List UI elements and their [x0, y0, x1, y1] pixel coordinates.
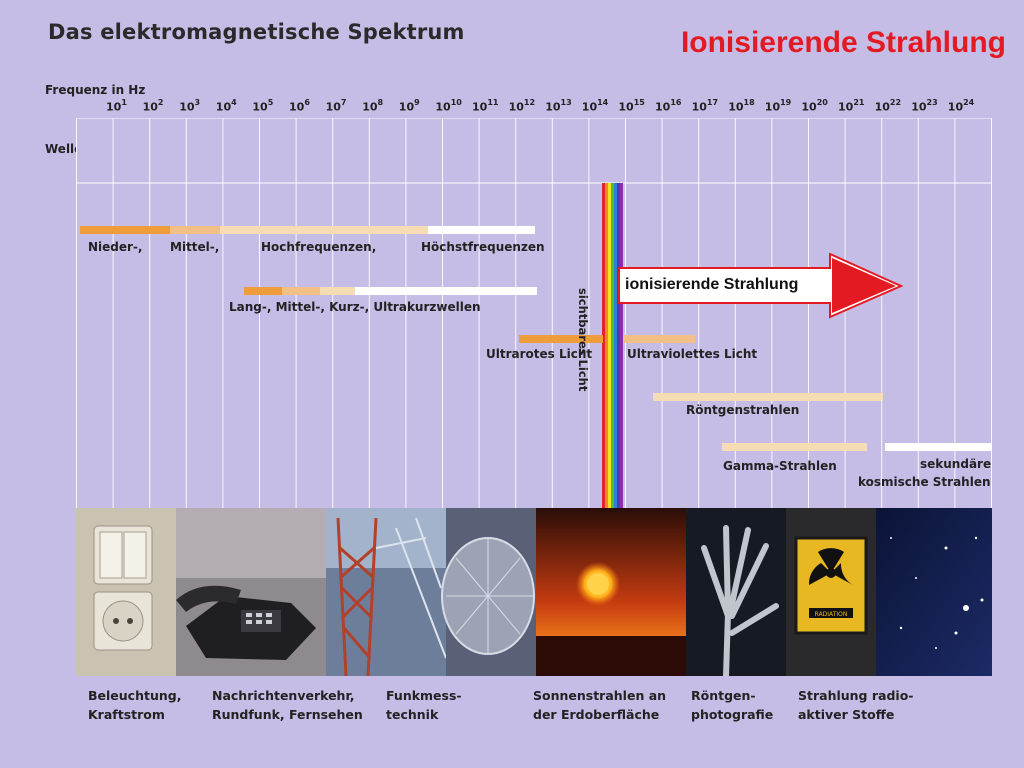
band-label-highest-freq: Höchstfrequenzen	[421, 240, 545, 254]
frequency-tick: 108	[362, 98, 384, 114]
caption-xray-photo: Röntgen- photografie	[691, 688, 774, 722]
photo-telephone	[176, 508, 326, 676]
band-label-mid-freq: Mittel-,	[170, 240, 220, 254]
frequency-tick: 1022	[874, 98, 902, 114]
caption-radioactive: Strahlung radio- aktiver Stoffe	[798, 688, 914, 722]
photo-antenna-tower	[326, 508, 447, 676]
radio-band-bar	[80, 226, 535, 234]
ultraviolet-band-bar	[623, 335, 695, 343]
photo-radiation-sign: RADIATION	[786, 508, 876, 676]
caption-lighting: Beleuchtung, Kraftstrom	[88, 688, 182, 722]
frequency-tick: 1017	[691, 98, 719, 114]
visible-spectrum-stripe	[602, 183, 623, 508]
frequency-tick: 1010	[435, 98, 462, 114]
band-label-cosmic-line1: sekundäre	[920, 457, 992, 471]
frequency-tick: 109	[398, 98, 420, 114]
band-label-cosmic-line2: kosmische Strahlen	[858, 475, 991, 489]
xray-band-bar	[653, 393, 883, 401]
radiation-sign-text: RADIATION	[815, 611, 848, 618]
photo-starfield	[876, 508, 992, 676]
caption-radar: Funkmess- technik	[386, 688, 462, 722]
band-label-infrared: Ultrarotes Licht	[486, 347, 593, 361]
ionizing-arrow	[618, 253, 903, 319]
band-label-ultraviolet: Ultraviolettes Licht	[627, 347, 758, 361]
photo-sunset	[536, 508, 686, 676]
band-label-xray: Röntgenstrahlen	[686, 403, 800, 417]
band-label-high-freq: Hochfrequenzen,	[261, 240, 377, 254]
infrared-band-bar	[519, 335, 603, 343]
frequency-tick: 101	[106, 98, 127, 114]
photo-wall-switch	[76, 508, 176, 676]
ionizing-arrow-label: ionisierende Strahlung	[625, 276, 799, 293]
frequency-tick: 1023	[911, 98, 938, 114]
frequency-tick: 1015	[618, 98, 645, 114]
band-label-broadcast: Lang-, Mittel-, Kurz-, Ultrakurzwellen	[229, 300, 481, 314]
frequency-tick: 103	[179, 98, 201, 114]
caption-telecom: Nachrichtenverkehr, Rundfunk, Fernsehen	[212, 688, 363, 722]
band-label-gamma: Gamma-Strahlen	[723, 459, 837, 473]
band-label-visible: sichtbares Licht	[576, 288, 590, 392]
photo-xray-hand	[686, 508, 786, 676]
gamma-band-bar	[722, 443, 867, 451]
frequency-tick: 1016	[655, 98, 682, 114]
frequency-tick: 1011	[472, 98, 499, 114]
page-title: Das elektromagnetische Spektrum	[48, 20, 465, 44]
band-label-low-freq: Nieder-,	[88, 240, 143, 254]
frequency-tick: 1019	[764, 98, 792, 114]
cosmic-band-bar	[885, 443, 992, 451]
broadcast-band-bar	[244, 287, 537, 295]
frequency-tick: 1014	[581, 98, 609, 114]
photo-strip: RADIATION	[76, 508, 992, 676]
frequency-tick: 102	[142, 98, 164, 114]
frequency-tick: 107	[325, 98, 347, 114]
caption-sunlight: Sonnenstrahlen an der Erdoberfläche	[533, 688, 667, 722]
frequency-tick: 1024	[947, 98, 975, 114]
frequency-axis-label: Frequenz in Hz	[45, 83, 146, 97]
frequency-tick: 1018	[728, 98, 755, 114]
frequency-tick: 105	[252, 98, 274, 114]
photo-radar-dish	[441, 508, 536, 676]
frequency-tick: 104	[215, 98, 237, 114]
frequency-tick: 106	[289, 98, 310, 114]
headline-ionizing: Ionisierende Strahlung	[680, 26, 1006, 59]
frequency-tick: 1021	[838, 98, 865, 114]
frequency-tick: 1013	[545, 98, 572, 114]
frequency-tick: 1012	[508, 98, 536, 114]
frequency-tick: 1020	[801, 98, 828, 114]
